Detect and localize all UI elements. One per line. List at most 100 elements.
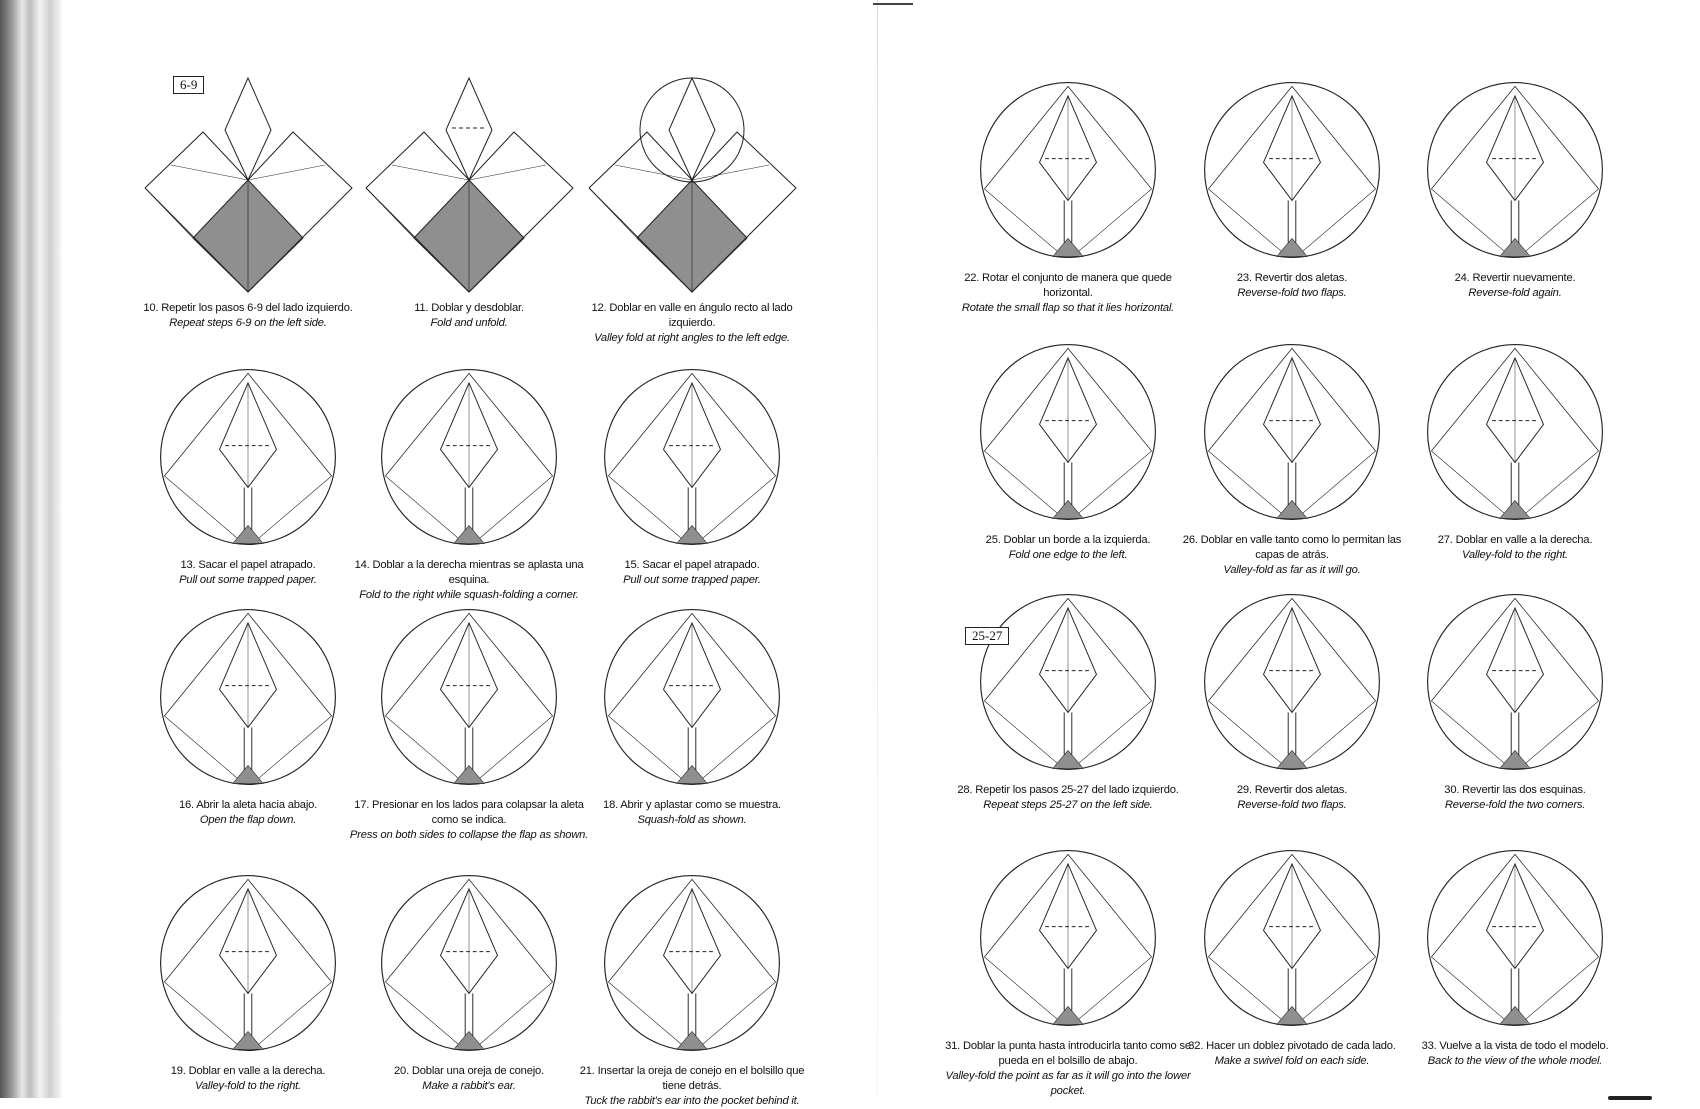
caption-english: Valley-fold as far as it will go. — [1223, 564, 1361, 576]
stem-base-shaded — [453, 1030, 485, 1050]
caption-english: Squash-fold as shown. — [637, 814, 747, 826]
stem-base-shaded — [232, 1030, 264, 1050]
paper-edge — [984, 597, 1152, 702]
fold-diagram — [980, 850, 1156, 1026]
step-caption: 15. Sacar el papel atrapado. Pull out so… — [567, 558, 817, 588]
caption-english: Open the flap down. — [199, 814, 297, 826]
step-caption: 20. Doblar una oreja de conejo. Make a r… — [344, 1064, 594, 1094]
step-caption: 25. Doblar un borde a la izquierda. Fold… — [943, 533, 1193, 563]
step-caption: 24. Revertir nuevamente. Reverse-fold ag… — [1390, 271, 1640, 301]
caption-spanish: 14. Doblar a la derecha mientras se apla… — [354, 559, 584, 586]
caption-english: Reverse-fold two flaps. — [1237, 287, 1347, 299]
folded-flap — [667, 76, 716, 182]
caption-spanish: 12. Doblar en valle en ángulo recto al l… — [591, 302, 793, 329]
caption-spanish: 23. Revertir dos aletas. — [1236, 272, 1348, 284]
step-11: 11. Doblar y desdoblar. Fold and unfold. — [354, 70, 584, 331]
stem-base-shaded — [1052, 237, 1084, 257]
caption-english: Fold one edge to the left. — [1008, 549, 1128, 561]
paper-edge — [385, 878, 553, 983]
scan-mark — [873, 3, 913, 5]
caption-english: Press on both sides to collapse the flap… — [349, 829, 589, 841]
step-caption: 30. Revertir las dos esquinas. Reverse-f… — [1390, 783, 1640, 813]
fold-diagram — [1204, 850, 1380, 1026]
paper-edge — [984, 85, 1152, 190]
page-gutter — [877, 0, 878, 1098]
caption-english: Valley-fold the point as far as it will … — [945, 1070, 1191, 1097]
caption-english: Make a rabbit's ear. — [422, 1080, 516, 1092]
caption-english: Valley fold at right angles to the left … — [594, 332, 790, 344]
fold-diagram — [980, 594, 1156, 770]
stem-base-shaded — [453, 764, 485, 784]
step-caption: 13. Sacar el papel atrapado. Pull out so… — [123, 558, 373, 588]
caption-spanish: 29. Revertir dos aletas. — [1236, 784, 1348, 796]
step-caption: 31. Doblar la punta hasta introducirla t… — [943, 1039, 1193, 1099]
caption-english: Make a swivel fold on each side. — [1214, 1055, 1370, 1067]
step-caption: 32. Hacer un doblez pivotado de cada lad… — [1167, 1039, 1417, 1069]
paper-edge — [608, 372, 776, 477]
step-25: 25. Doblar un borde a la izquierda. Fold… — [943, 337, 1193, 563]
caption-english: Fold to the right while squash-folding a… — [359, 589, 579, 601]
stem-base-shaded — [676, 764, 708, 784]
scan-mark — [1608, 1096, 1652, 1100]
caption-spanish: 15. Sacar el papel atrapado. — [624, 559, 760, 571]
caption-spanish: 31. Doblar la punta hasta introducirla t… — [945, 1040, 1191, 1067]
step-10: 10. Repetir los pasos 6-9 del lado izqui… — [133, 70, 363, 331]
step-23: 23. Revertir dos aletas. Reverse-fold tw… — [1167, 75, 1417, 301]
paper-edge — [1208, 347, 1376, 452]
step-13: 13. Sacar el papel atrapado. Pull out so… — [123, 362, 373, 588]
fold-diagram — [381, 609, 557, 785]
step-caption: 27. Doblar en valle a la derecha. Valley… — [1390, 533, 1640, 563]
fold-diagram — [1204, 82, 1380, 258]
step-16: 16. Abrir la aleta hacia abajo. Open the… — [123, 602, 373, 828]
caption-spanish: 16. Abrir la aleta hacia abajo. — [178, 799, 318, 811]
caption-spanish: 19. Doblar en valle a la derecha. — [170, 1065, 326, 1077]
step-24: 24. Revertir nuevamente. Reverse-fold ag… — [1390, 75, 1640, 301]
step-19: 19. Doblar en valle a la derecha. Valley… — [123, 868, 373, 1094]
caption-spanish: 27. Doblar en valle a la derecha. — [1437, 534, 1593, 546]
fold-diagram — [381, 875, 557, 1051]
step-33: 33. Vuelve a la vista de todo el modelo.… — [1390, 843, 1640, 1069]
caption-english: Reverse-fold again. — [1468, 287, 1562, 299]
stem-base-shaded — [1276, 237, 1308, 257]
fold-diagram — [604, 369, 780, 545]
paper-edge — [1431, 85, 1599, 190]
stem-base-shaded — [676, 1030, 708, 1050]
step-32: 32. Hacer un doblez pivotado de cada lad… — [1167, 843, 1417, 1069]
stem-base-shaded — [1276, 499, 1308, 519]
step-29: 29. Revertir dos aletas. Reverse-fold tw… — [1167, 587, 1417, 813]
step-reference-label: 6-9 — [173, 76, 205, 94]
step-caption: 11. Doblar y desdoblar. Fold and unfold. — [354, 301, 584, 331]
paper-edge — [1208, 85, 1376, 190]
stem-base-shaded — [1499, 1005, 1531, 1025]
paper-edge — [1431, 597, 1599, 702]
caption-english: Fold and unfold. — [430, 317, 508, 329]
step-caption: 33. Vuelve a la vista de todo el modelo.… — [1390, 1039, 1640, 1069]
stem-base-shaded — [1052, 499, 1084, 519]
fold-diagram — [365, 76, 574, 293]
fold-diagram — [604, 609, 780, 785]
caption-english: Rotate the small flap so that it lies ho… — [961, 302, 1175, 314]
caption-spanish: 26. Doblar en valle tanto como lo permit… — [1182, 534, 1402, 561]
caption-spanish: 32. Hacer un doblez pivotado de cada lad… — [1188, 1040, 1396, 1052]
caption-english: Repeat steps 25-27 on the left side. — [983, 799, 1153, 811]
step-caption: 10. Repetir los pasos 6-9 del lado izqui… — [133, 301, 363, 331]
fold-diagram — [381, 369, 557, 545]
fold-diagram — [588, 76, 797, 293]
paper-edge — [1431, 347, 1599, 452]
paper-edge — [984, 347, 1152, 452]
stem-base-shaded — [1052, 749, 1084, 769]
fold-diagram — [144, 76, 353, 293]
caption-english: Valley-fold to the right. — [195, 1080, 301, 1092]
step-30: 30. Revertir las dos esquinas. Reverse-f… — [1390, 587, 1640, 813]
step-12: 12. Doblar en valle en ángulo recto al l… — [577, 70, 807, 346]
step-31: 31. Doblar la punta hasta introducirla t… — [943, 843, 1193, 1099]
fold-diagram — [1427, 344, 1603, 520]
step-caption: 19. Doblar en valle a la derecha. Valley… — [123, 1064, 373, 1094]
stem-base-shaded — [676, 524, 708, 544]
step-caption: 28. Repetir los pasos 25-27 del lado izq… — [943, 783, 1193, 813]
caption-english: Valley-fold to the right. — [1462, 549, 1568, 561]
paper-edge — [608, 612, 776, 717]
stem-base-shaded — [1499, 499, 1531, 519]
stem-base-shaded — [1499, 749, 1531, 769]
caption-spanish: 11. Doblar y desdoblar. — [414, 302, 524, 314]
